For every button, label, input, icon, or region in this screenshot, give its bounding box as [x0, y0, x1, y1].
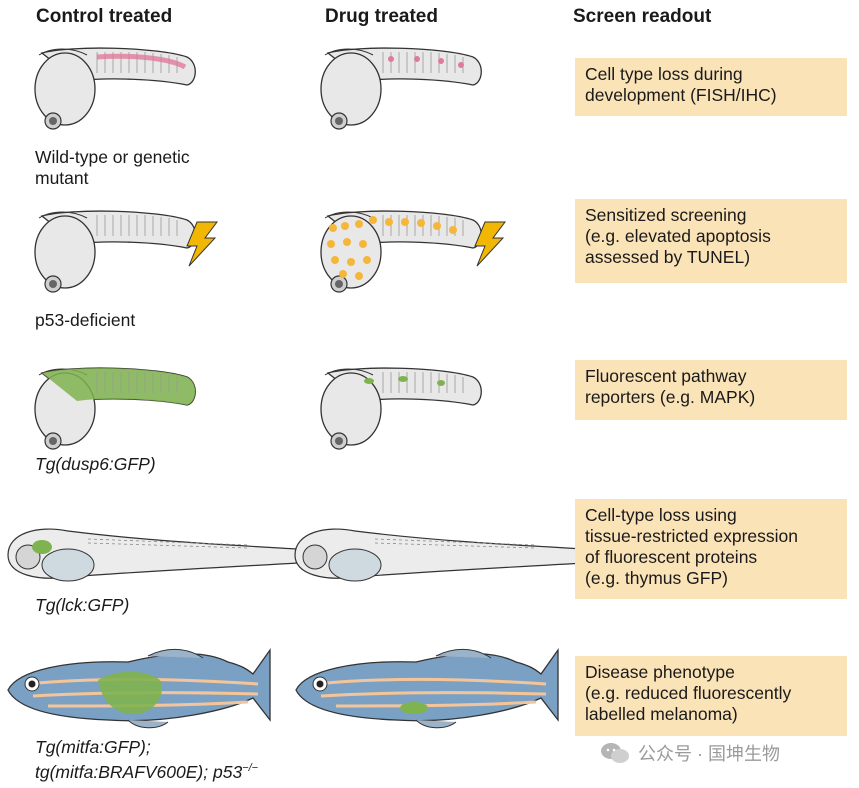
header-drug-treated: Drug treated	[325, 6, 438, 27]
header-screen-readout: Screen readout	[573, 6, 712, 27]
label-mitfa-braf: Tg(mitfa:GFP); tg(mitfa:BRAFV600E); p53−…	[35, 737, 259, 782]
label-wild-type: Wild-type or genetic mutant	[35, 147, 190, 188]
wechat-icon	[601, 743, 629, 763]
label-dusp6-gfp: Tg(dusp6:GFP)	[35, 454, 156, 474]
watermark-text: 公众号 · 国坤生物	[638, 744, 780, 764]
embryo-drug-row2	[320, 210, 482, 293]
label-p53-deficient: p53-deficient	[35, 310, 136, 330]
readout-box-row2: Sensitized screening (e.g. elevated apop…	[575, 199, 847, 283]
embryo-control-row3	[34, 367, 196, 450]
embryo-control-row1	[34, 47, 196, 130]
fish-drug	[294, 647, 560, 730]
readout-box-row5: Disease phenotype (e.g. reduced fluoresc…	[575, 656, 847, 736]
larva-drug	[294, 528, 594, 582]
header-control-treated: Control treated	[36, 6, 173, 27]
label-lck-gfp: Tg(lck:GFP)	[35, 595, 130, 615]
embryo-control-row2	[34, 210, 196, 293]
embryo-drug-row3	[320, 367, 482, 450]
readout-box-row3: Fluorescent pathway reporters (e.g. MAPK…	[575, 360, 847, 420]
readout-box-row4: Cell-type loss using tissue-restricted e…	[575, 499, 847, 599]
embryo-drug-row1	[320, 47, 482, 130]
watermark: 公众号 · 国坤生物	[600, 740, 780, 766]
readout-box-row1: Cell type loss during development (FISH/…	[575, 58, 847, 116]
larva-control	[7, 528, 307, 582]
fish-control	[6, 647, 272, 730]
